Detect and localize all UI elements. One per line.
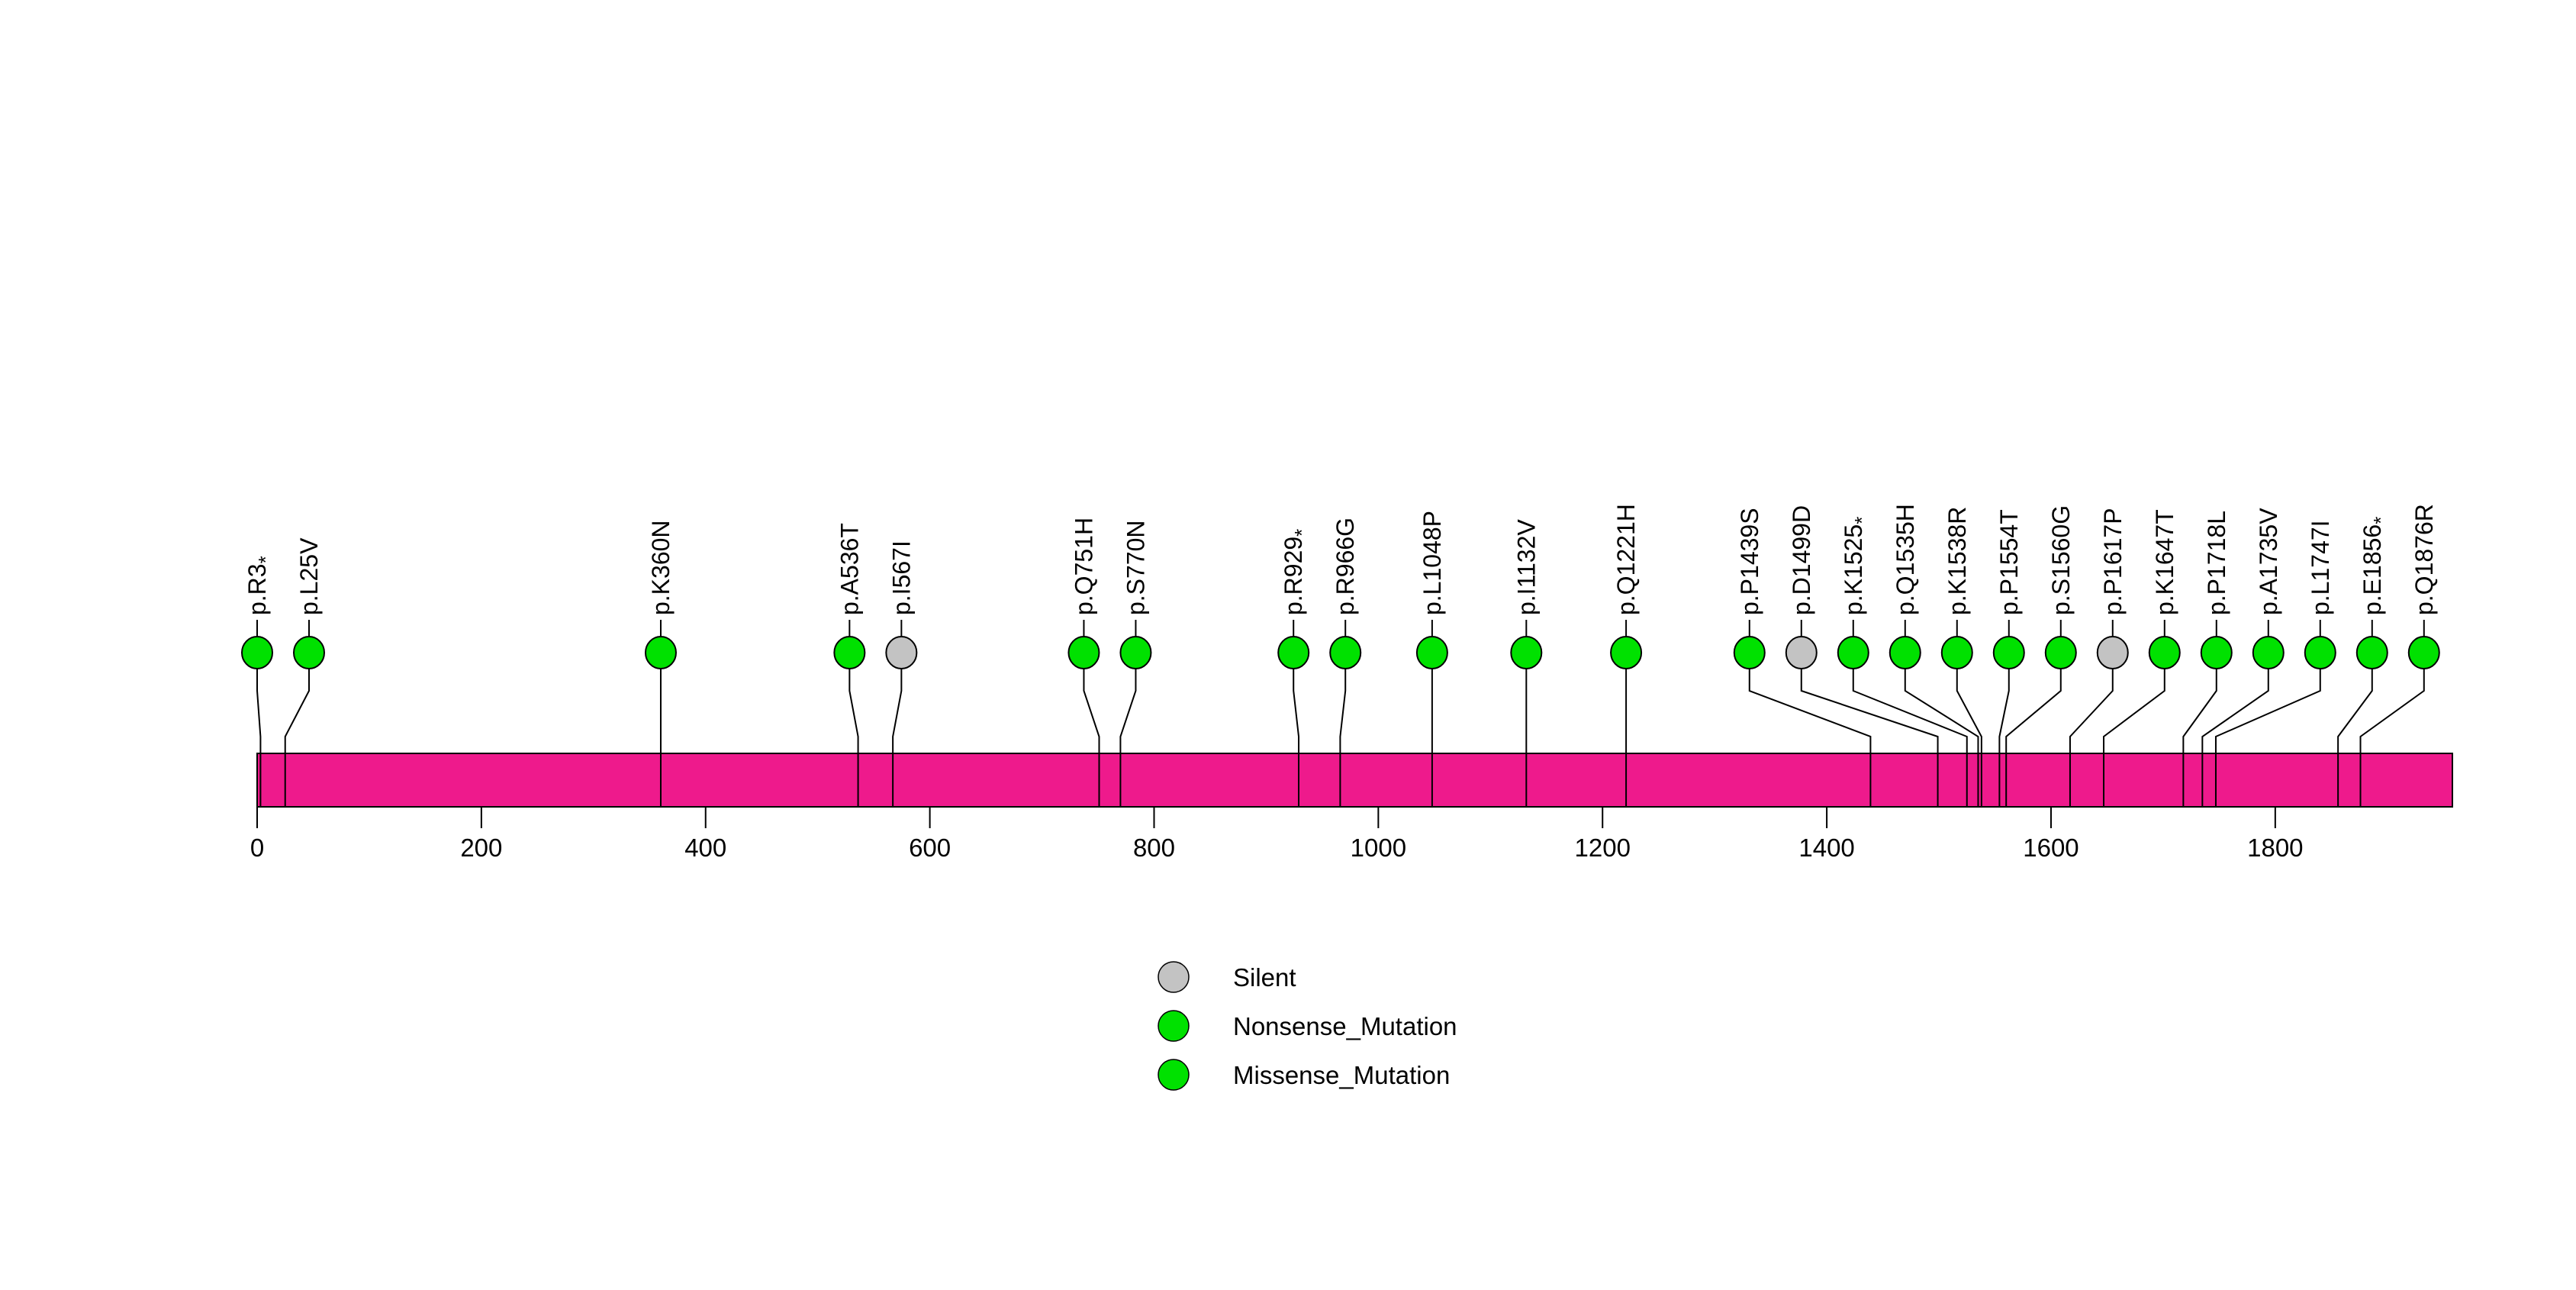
mutation-label: p.A536T — [836, 523, 863, 615]
mutation-circle — [2200, 636, 2233, 669]
stem-line — [892, 667, 903, 807]
mutation-circle — [1067, 636, 1100, 669]
stem-line — [2359, 667, 2425, 807]
axis-tick-label: 1800 — [2247, 834, 2303, 862]
stem-line — [1119, 667, 1137, 807]
mutation-circle — [2044, 636, 2077, 669]
mutation-circle — [1785, 636, 1818, 669]
mutation-label: p.R929* — [1280, 529, 1313, 615]
mutation-label: p.S1560G — [2047, 505, 2075, 615]
mutation-label: p.L25V — [295, 537, 323, 615]
mutation-label: p.P1617P — [2099, 508, 2127, 615]
mutation-circle — [1610, 636, 1643, 669]
mutation-label: p.K1525* — [1840, 517, 1873, 615]
mutation-label: p.Q1876R — [2410, 504, 2438, 615]
legend-swatch-silent — [1158, 961, 1190, 993]
axis-tick-label: 400 — [684, 834, 726, 862]
mutation-circle — [1733, 636, 1766, 669]
stem-line — [2201, 667, 2269, 807]
axis-tick-label: 800 — [1133, 834, 1175, 862]
mutation-label: p.K1538R — [1943, 507, 1971, 615]
stem-line — [1293, 667, 1300, 807]
mutation-label: p.Q1535H — [1892, 504, 1919, 615]
stem-layer — [256, 620, 2425, 807]
axis-tick-label: 600 — [909, 834, 951, 862]
stem-line — [256, 667, 262, 807]
mutation-circle — [1119, 636, 1152, 669]
legend-swatch-missense — [1158, 1059, 1190, 1091]
mutation-label: p.R3* — [243, 556, 277, 615]
legend-item-label-nonsense: Nonsense_Mutation — [1233, 1012, 1457, 1040]
mutation-label: p.P1439S — [1736, 508, 1763, 615]
stem-line — [2103, 667, 2165, 807]
stem-line — [2182, 667, 2217, 807]
mutation-circle — [2304, 636, 2336, 669]
axis-tick-label: 1600 — [2023, 834, 2079, 862]
mutation-circles-layer — [241, 636, 2440, 669]
mutation-circle — [1415, 636, 1448, 669]
mutation-label: p.D1499D — [1788, 505, 1815, 615]
protein-bar-layer — [256, 753, 2453, 808]
mutation-label: p.I1132V — [1512, 519, 1540, 615]
stem-line — [848, 667, 859, 807]
legend-swatch-nonsense — [1158, 1010, 1190, 1042]
mutation-circle — [1329, 636, 1362, 669]
mutation-label: p.A1735V — [2255, 508, 2282, 615]
mutation-circle — [1992, 636, 2025, 669]
legend-item-label-missense: Missense_Mutation — [1233, 1061, 1450, 1089]
stem-line — [1339, 667, 1347, 807]
mutation-circle — [1889, 636, 1921, 669]
mutation-circle — [293, 636, 325, 669]
stem-line — [1998, 667, 2010, 807]
axis-tick-label: 1000 — [1351, 834, 1406, 862]
mutation-labels-layer: p.R3* p.L25V p.K360N p.A536T p.I567I p.Q751H p… — [243, 504, 2438, 615]
stem-line — [2337, 667, 2373, 807]
x-axis: 0 200 400 600 800 1000 1200 1400 1600 1800 — [250, 807, 2304, 862]
stem-line — [1956, 667, 1982, 807]
mutation-circle — [833, 636, 866, 669]
stem-line — [1904, 667, 1979, 807]
mutation-label: p.R966G — [1331, 518, 1359, 615]
mutation-circle — [885, 636, 918, 669]
mutation-circle — [2096, 636, 2129, 669]
mutation-circle — [1277, 636, 1310, 669]
mutation-circle — [644, 636, 677, 669]
legend: Silent Nonsense_Mutation Missense_Mutati… — [1158, 961, 1457, 1091]
mutation-circle — [2252, 636, 2285, 669]
mutation-label: p.P1718L — [2203, 511, 2230, 615]
mutation-circle — [1940, 636, 1973, 669]
mutation-circle — [1837, 636, 1869, 669]
mutation-label: p.L1048P — [1418, 511, 1446, 615]
stem-line — [1852, 667, 1968, 807]
stem-line — [1748, 667, 1872, 807]
mutation-circle — [1510, 636, 1543, 669]
mutation-circle — [241, 636, 273, 669]
stem-line — [2005, 667, 2062, 807]
mutation-circle — [2407, 636, 2440, 669]
mutation-label: p.K1647T — [2151, 509, 2178, 615]
mutation-label: p.Q751H — [1070, 518, 1097, 615]
stem-line — [2069, 667, 2114, 807]
protein-bar — [256, 753, 2453, 808]
mutation-label: p.K360N — [647, 520, 675, 615]
mutation-label: p.L1747I — [2307, 520, 2334, 615]
stem-line — [284, 667, 310, 807]
mutation-label: p.I567I — [887, 540, 915, 615]
mutation-circle — [2355, 636, 2388, 669]
stem-line — [1083, 667, 1100, 807]
legend-item-label-silent: Silent — [1233, 963, 1296, 992]
mutation-label: p.S770N — [1122, 520, 1149, 615]
stem-line — [1800, 667, 1939, 807]
axis-tick-label: 0 — [250, 834, 264, 862]
axis-tick-label: 1200 — [1575, 834, 1631, 862]
mutation-label: p.Q1221H — [1612, 504, 1640, 615]
mutation-circle — [2148, 636, 2181, 669]
mutation-label: p.E1856* — [2359, 517, 2392, 615]
axis-tick-label: 200 — [460, 834, 502, 862]
mutation-label: p.P1554T — [1995, 509, 2023, 615]
stem-line — [2214, 667, 2321, 807]
axis-tick-label: 1400 — [1798, 834, 1854, 862]
